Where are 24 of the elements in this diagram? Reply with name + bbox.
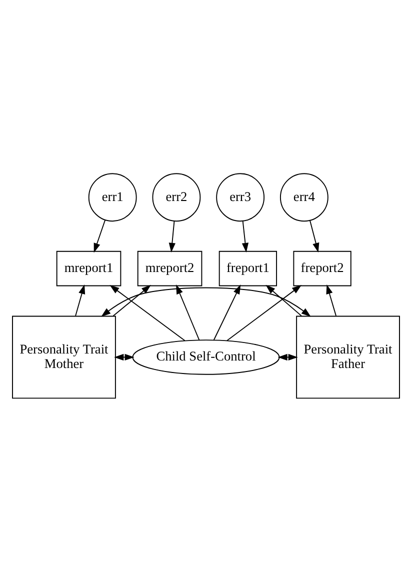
node-circle: err4 [280, 173, 328, 222]
node-box: mreport2 [137, 250, 202, 286]
node-box: Personality Trait Father [296, 316, 400, 399]
arrow [309, 220, 320, 252]
arrow [326, 284, 337, 316]
arrow [75, 284, 86, 316]
arrow [242, 220, 249, 252]
node-ellipse: Child Self-Control [132, 340, 280, 375]
node-box: freport1 [218, 250, 278, 286]
node-circle: err3 [216, 173, 265, 222]
node-circle: err1 [88, 173, 137, 222]
arrow [112, 284, 151, 316]
arrow [94, 219, 106, 253]
arrow [168, 220, 176, 252]
arrow [101, 287, 311, 317]
arrow [176, 284, 200, 340]
arrow [110, 284, 186, 342]
node-box: Personality Trait Mother [12, 316, 116, 399]
arrow [278, 354, 298, 361]
node-box: freport2 [293, 250, 352, 286]
node-box: mreport1 [56, 250, 122, 286]
node-circle: err2 [152, 173, 201, 222]
arrow [114, 354, 134, 361]
arrow [266, 284, 302, 316]
